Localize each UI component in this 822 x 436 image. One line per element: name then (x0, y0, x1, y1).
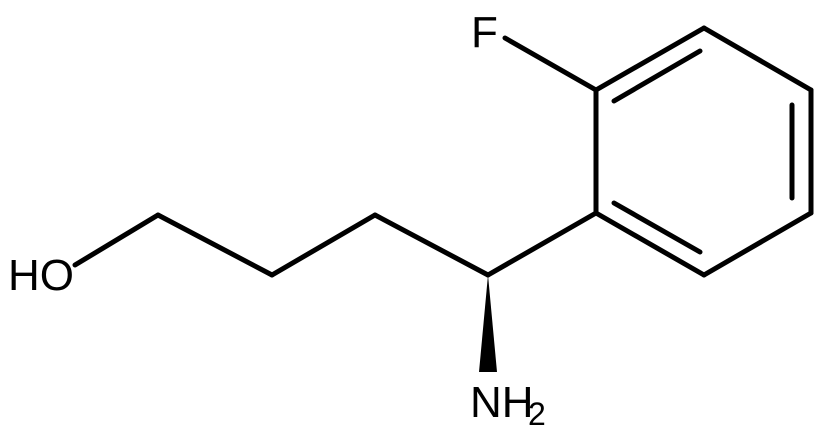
bond-o-c1 (72, 212, 161, 268)
bond-c2-c3 (269, 212, 378, 278)
atom-label-amine: NH (470, 378, 534, 427)
atom-label-fluorine: F (471, 8, 498, 57)
atom-label-amine-subscript: 2 (528, 396, 546, 432)
ring-inner-bond-a (611, 48, 703, 104)
ring-inner-bond-c (611, 200, 703, 255)
bond-aryl-f (502, 35, 599, 93)
ring-bond-5 (701, 210, 814, 278)
atom-label-hydroxyl: HO (8, 251, 74, 300)
ring-bond-6 (593, 210, 707, 278)
bond-c1-c2 (155, 212, 275, 278)
bond-c3-c4 (372, 212, 491, 278)
ring-bond-3 (701, 25, 814, 93)
ring-bond-2 (593, 25, 707, 93)
bond-c4-aryl (485, 210, 599, 278)
wedge-bond-amine (479, 275, 497, 372)
